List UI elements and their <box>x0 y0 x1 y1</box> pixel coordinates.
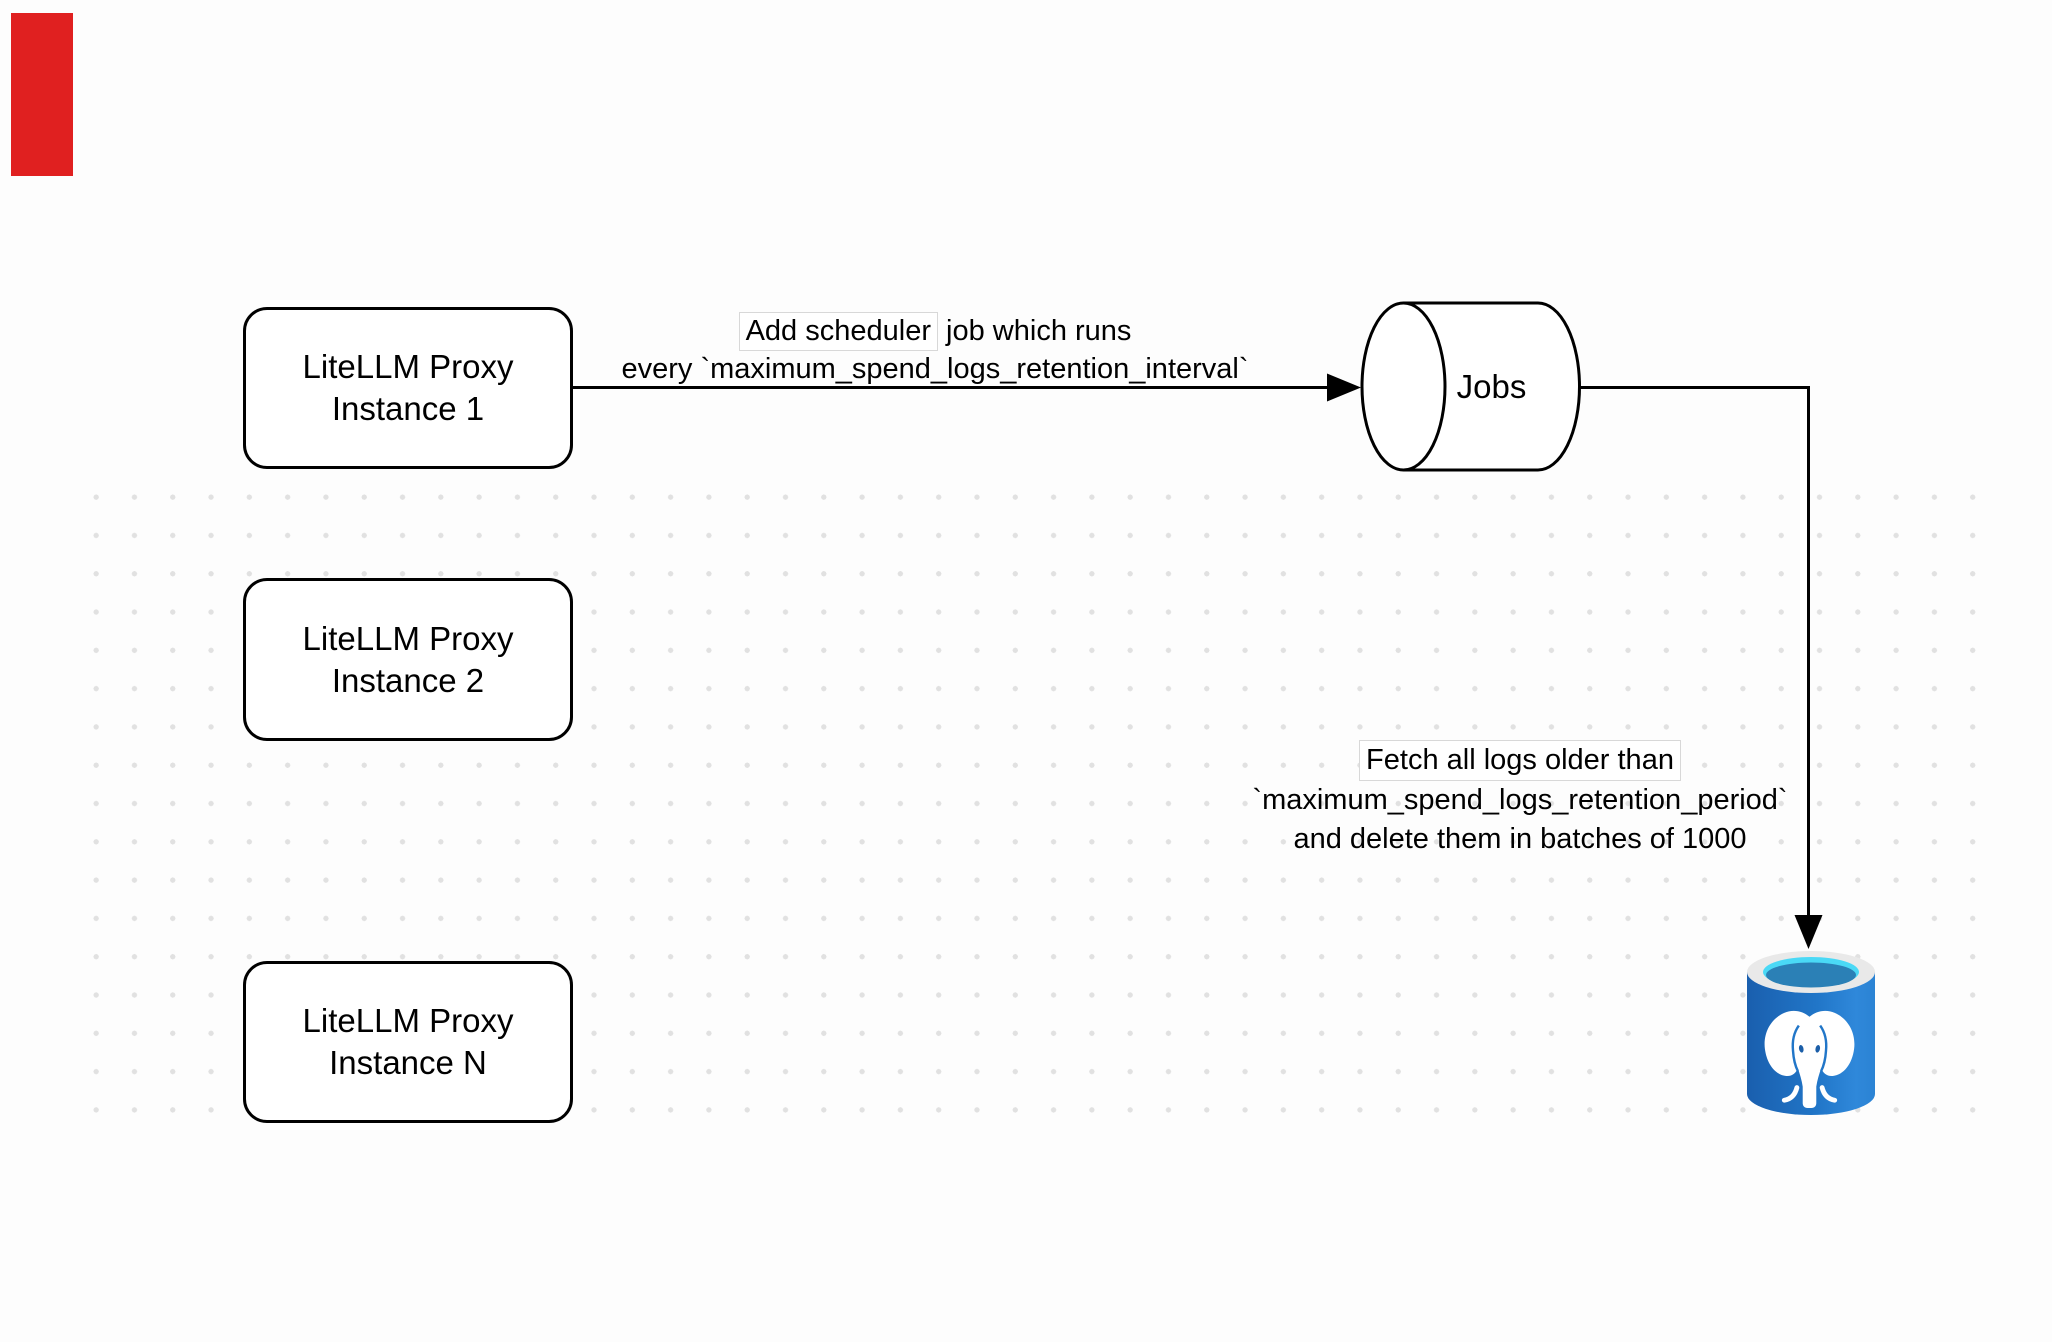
scheduler-edge-label: Add scheduler job which runs every `maxi… <box>535 312 1335 388</box>
node-title-line2: Instance 1 <box>331 390 485 427</box>
postgres-elephant-icon <box>1764 1010 1855 1108</box>
jobs-queue-cylinder <box>1360 301 1581 472</box>
node-title-line1: LiteLLM Proxy <box>302 348 514 385</box>
fetch-edge-label: Fetch all logs older than `maximum_spend… <box>1100 740 1940 859</box>
node-litellm-proxy-instance-2: LiteLLM Proxy Instance 2 <box>243 578 573 741</box>
fetch-edge-label-line2: `maximum_spend_logs_retention_period` <box>1252 784 1788 816</box>
scheduler-edge-label-rest: job which runs <box>937 315 1132 347</box>
arrowhead-right-icon <box>1327 373 1361 402</box>
scheduler-edge-label-boxed-text: Add scheduler <box>738 312 938 351</box>
fetch-edge-label-boxed-text: Fetch all logs older than <box>1359 740 1681 781</box>
node-litellm-proxy-instance-1: LiteLLM Proxy Instance 1 <box>243 307 573 469</box>
node-title-line2: Instance 2 <box>331 661 485 699</box>
fetch-edge-label-line1: Fetch all logs older than <box>1100 740 1940 781</box>
fetch-edge-line <box>1580 386 1810 915</box>
fetch-edge-label-line3: and delete them in batches of 1000 <box>1293 823 1747 855</box>
red-rectangle-shape <box>11 13 73 176</box>
scheduler-edge-label-line1: Add scheduler job which runs <box>535 312 1335 351</box>
node-litellm-proxy-instance-n: LiteLLM Proxy Instance N <box>243 961 573 1123</box>
node-title-line1: LiteLLM Proxy <box>302 1002 514 1039</box>
jobs-queue-label: Jobs <box>1456 368 1527 405</box>
node-title-line1: LiteLLM Proxy <box>302 619 514 657</box>
scheduler-edge-label-line2: every `maximum_spend_logs_retention_inte… <box>621 353 1249 385</box>
node-title-line2: Instance N <box>329 1044 487 1081</box>
postgresql-database-icon <box>1747 951 1875 1115</box>
arrowhead-down-icon <box>1794 915 1823 949</box>
